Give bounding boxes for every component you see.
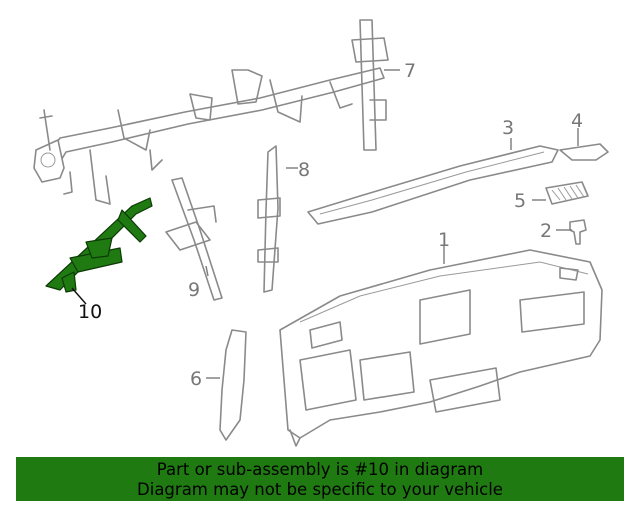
callout-5: 5 xyxy=(514,190,526,212)
banner-line-1: Part or sub-assembly is #10 in diagram xyxy=(156,460,484,479)
grille-part-5 xyxy=(545,181,589,205)
parts-diagram: 7 3 4 8 5 2 1 9 10 6 xyxy=(33,19,609,447)
cover-part-4 xyxy=(559,143,609,161)
clip-part-2 xyxy=(569,219,587,245)
support-bracket-part-10 xyxy=(45,197,153,293)
callout-6: 6 xyxy=(190,368,202,390)
callout-10: 10 xyxy=(78,301,102,323)
bracket-part-8 xyxy=(257,145,281,293)
instrument-panel-part-1 xyxy=(279,249,603,447)
callout-leaders xyxy=(71,69,579,379)
callout-1: 1 xyxy=(438,229,450,251)
callout-8: 8 xyxy=(298,159,310,181)
callout-4: 4 xyxy=(571,110,583,132)
callout-9: 9 xyxy=(188,279,200,301)
banner-line-2: Diagram may not be specific to your vehi… xyxy=(137,480,503,499)
cross-car-beam-part-7 xyxy=(33,19,389,205)
callout-7: 7 xyxy=(404,60,416,82)
callout-3: 3 xyxy=(502,117,514,139)
bracket-part-9 xyxy=(165,177,223,301)
callout-2: 2 xyxy=(540,220,552,242)
info-banner: Part or sub-assembly is #10 in diagram D… xyxy=(16,457,624,501)
side-panel-part-6 xyxy=(219,329,247,441)
top-trim-part-3 xyxy=(307,145,559,225)
